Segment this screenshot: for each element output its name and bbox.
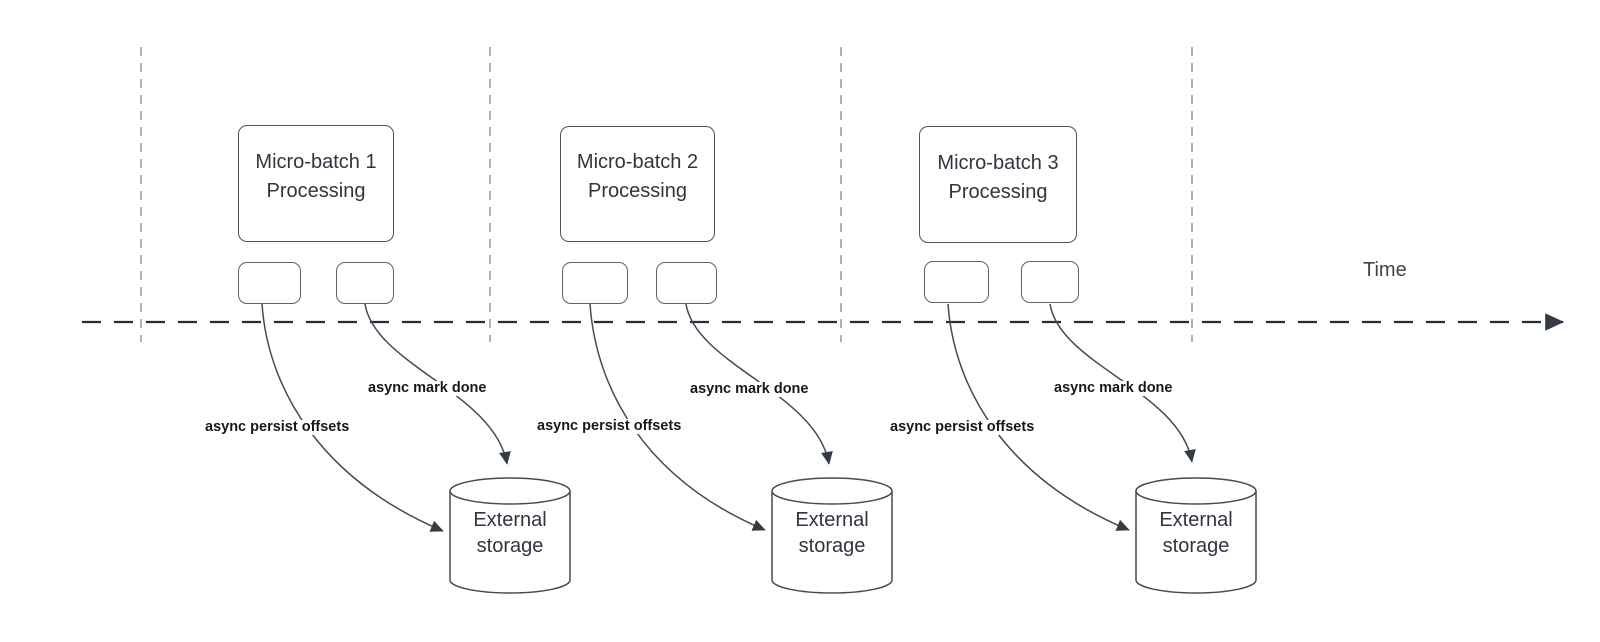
interval-guide-lines xyxy=(140,47,1193,342)
external-storage-1-line1: External xyxy=(473,509,547,531)
external-storage-label-2: External storage xyxy=(772,507,892,559)
micro-batch-1-processing-box: Micro-batch 1 Processing xyxy=(238,125,394,242)
batch-1-persist-task-box xyxy=(238,262,301,304)
batch-3-mark-done-label: async mark done xyxy=(1052,380,1175,396)
external-storage-label-3: External storage xyxy=(1136,507,1256,559)
external-storage-cylinder-1 xyxy=(449,477,571,594)
time-axis-label: Time xyxy=(1363,259,1407,281)
batch-2-persist-task-box xyxy=(562,262,628,304)
micro-batch-2-title-line2: Processing xyxy=(588,180,687,202)
persist-offsets-arrow-3 xyxy=(947,303,1130,531)
external-storage-2-line1: External xyxy=(795,509,869,531)
batch-3-persist-task-box xyxy=(924,261,989,303)
batch-1-persist-offsets-label: async persist offsets xyxy=(203,419,352,435)
micro-batch-3-title-line1: Micro-batch 3 xyxy=(937,151,1059,174)
mark-done-arrow-1 xyxy=(364,303,511,465)
persist-offsets-arrow-1 xyxy=(261,303,444,532)
batch-2-persist-offsets-label: async persist offsets xyxy=(535,418,684,434)
batch-3-persist-offsets-label: async persist offsets xyxy=(888,419,1037,435)
batch-2-mark-done-task-box xyxy=(656,262,717,304)
external-storage-3-line1: External xyxy=(1159,509,1233,531)
mark-done-arrow-3 xyxy=(1049,303,1196,463)
external-storage-1-line2: storage xyxy=(476,535,544,557)
external-storage-label-1: External storage xyxy=(450,507,570,559)
external-storage-2-line2: storage xyxy=(798,535,866,557)
micro-batch-2-title-line1: Micro-batch 2 xyxy=(576,151,699,173)
external-storage-3-line2: storage xyxy=(1162,535,1230,557)
batch-1-mark-done-label: async mark done xyxy=(366,380,489,396)
external-storage-cylinder-2 xyxy=(771,477,893,594)
batch-3-mark-done-task-box xyxy=(1021,261,1079,303)
micro-batch-2-processing-box: Micro-batch 2 Processing xyxy=(560,126,715,242)
mark-done-arrow-2 xyxy=(685,303,833,465)
micro-batch-1-title-line1: Micro-batch 1 xyxy=(255,150,377,173)
batch-2-mark-done-label: async mark done xyxy=(688,381,811,397)
micro-batch-3-processing-box: Micro-batch 3 Processing xyxy=(919,126,1077,243)
external-storage-cylinder-3 xyxy=(1135,477,1257,594)
micro-batch-1-title-line2: Processing xyxy=(266,179,366,202)
persist-offsets-arrow-2 xyxy=(589,303,766,531)
micro-batch-3-title-line2: Processing xyxy=(948,180,1048,203)
batch-1-mark-done-task-box xyxy=(336,262,394,304)
